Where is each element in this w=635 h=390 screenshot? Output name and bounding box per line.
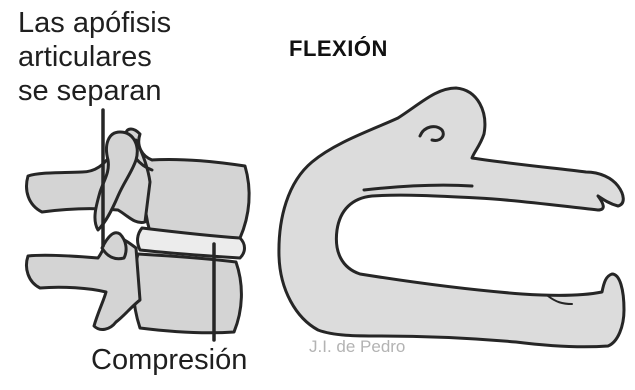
compression-label: Compresión [91, 344, 247, 377]
spine-illustration [27, 110, 250, 340]
upper-vertebral-body [145, 159, 249, 238]
articular-separation-label: Las apófisis articulares se separan [18, 6, 171, 108]
label-line-3: se separan [18, 74, 171, 108]
diagram-title: FLEXIÓN [289, 36, 388, 62]
flexion-figure [279, 88, 624, 347]
label-line-1: Las apófisis [18, 6, 171, 40]
label-line-2: articulares [18, 40, 171, 74]
author-watermark: J.I. de Pedro [309, 337, 405, 357]
figure-body [279, 88, 624, 347]
lower-vertebral-body [133, 254, 241, 333]
lower-articular-process [102, 233, 126, 259]
